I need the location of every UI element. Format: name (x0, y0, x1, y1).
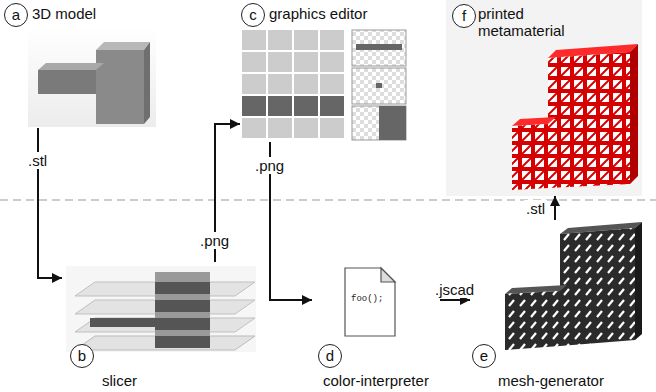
connector-arrow (38, 128, 62, 278)
model-background (28, 26, 156, 127)
stage-node: fprinted metamaterial (440, 2, 652, 196)
photo-panel (446, 0, 642, 196)
plate-top (96, 42, 150, 50)
slice-band (155, 336, 210, 348)
mesh-wall (560, 228, 635, 346)
step-letter: d (318, 344, 342, 368)
slice-plane (75, 318, 255, 332)
document-fold (381, 268, 395, 282)
swatch (352, 68, 406, 104)
slice-bar (90, 318, 160, 327)
file-format-label: .png (198, 232, 231, 249)
slice-plane (75, 336, 255, 350)
swatch (352, 106, 406, 140)
step-letter: b (70, 344, 94, 368)
step-name: printed metamaterial (478, 5, 578, 39)
step-letter: c (241, 3, 265, 27)
stage-node: bslicer (62, 262, 258, 390)
mesh-side (635, 222, 642, 340)
slice-plate (155, 272, 210, 348)
stage-node: d color-interpreter (312, 262, 440, 390)
slice-plane (75, 300, 255, 314)
swatch-dot (376, 83, 382, 88)
slice-band (155, 300, 210, 312)
lattice-step (512, 124, 548, 190)
mesh-step (505, 291, 560, 350)
divider-line (0, 199, 656, 200)
stage-node: emesh-generator (470, 220, 652, 390)
code-snippet: foo(); (351, 294, 383, 305)
step-name: color-interpreter (323, 372, 429, 389)
slicer-background (66, 266, 256, 352)
lattice-wall (548, 52, 630, 188)
swatch (352, 30, 406, 66)
plate-front (96, 50, 144, 124)
slice-band (155, 318, 210, 330)
connector-arrow (554, 196, 556, 220)
step-name: slicer (102, 372, 137, 389)
document-icon (345, 268, 395, 336)
step-name: graphics editor (269, 5, 367, 22)
bar-top (38, 63, 104, 70)
slice-band (155, 282, 210, 294)
connector-arrow (440, 299, 470, 301)
bar-front (38, 70, 96, 94)
stage-node: cgraphics editor (240, 2, 410, 142)
stage-node: a3D model (4, 2, 156, 128)
swatch-bar (356, 44, 402, 50)
lattice-side (630, 44, 638, 184)
file-format-label: .stl (524, 200, 547, 217)
step-letter: a (4, 3, 28, 27)
step-name: mesh-generator (498, 372, 604, 389)
slice-plane (75, 282, 255, 296)
step-name: 3D model (32, 5, 96, 22)
plate-side (144, 42, 150, 124)
pixel-row (242, 96, 346, 118)
step-letter: e (472, 344, 496, 368)
step-letter: f (452, 4, 476, 28)
pixel-grid (242, 30, 346, 140)
file-format-label: .jscad (433, 281, 476, 298)
lattice-top (512, 117, 556, 126)
file-format-label: .stl (26, 152, 49, 169)
swatch-fill (379, 106, 406, 140)
file-format-label: .png (253, 157, 286, 174)
